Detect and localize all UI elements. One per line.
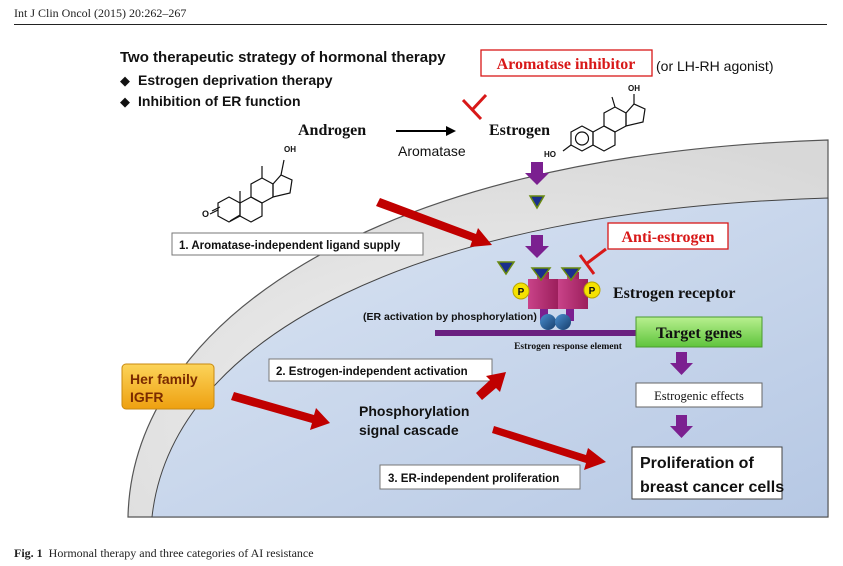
aromatase-independent-arrow xyxy=(376,198,492,247)
mechanism-2-box: 2. Estrogen-independent activation xyxy=(268,358,493,382)
aromatase-inhibition-symbol xyxy=(461,93,488,121)
proliferation-line-2: breast cancer cells xyxy=(640,479,784,496)
estrogenic-effects-box: Estrogenic effects xyxy=(635,382,763,408)
hormonal-therapy-figure: Two therapeutic strategy of hormonal the… xyxy=(120,49,829,518)
free-estrogen-ligand xyxy=(496,261,516,276)
strategy-bullet-2: ◆ xyxy=(120,94,130,109)
mechanism-1-box: 1. Aromatase-independent ligand supply xyxy=(171,232,424,256)
phosphate-left-label: P xyxy=(518,287,525,298)
dna-binding-domain xyxy=(540,314,571,330)
figure-caption-text: Hormonal therapy and three categories of… xyxy=(48,546,314,560)
androgen-oh: OH xyxy=(284,145,296,154)
strategy-bullet-1: ◆ xyxy=(120,73,130,88)
er-activation-label: (ER activation by phosphorylation) xyxy=(363,311,537,323)
estrogen-ligand xyxy=(528,195,546,210)
anti-estrogen-box: Anti-estrogen xyxy=(607,222,729,250)
phosphate-right-label: P xyxy=(589,286,596,297)
estrogen-ho: HO xyxy=(544,150,556,159)
target-genes-box: Target genes xyxy=(635,316,763,348)
mechanism-3-box: 3. ER-independent proliferation xyxy=(379,464,581,490)
estrogen-nucleus-arrow xyxy=(525,235,549,258)
ere-label: Estrogen response element xyxy=(514,342,623,352)
dna-strand xyxy=(435,330,679,336)
her-signal-arrow xyxy=(231,392,330,430)
estrogen-oh: OH xyxy=(628,84,640,93)
phospho-cascade-line-2: signal cascade xyxy=(359,422,459,438)
mechanism-1-label: 1. Aromatase-independent ligand supply xyxy=(179,240,401,252)
her-family-box: Her family IGFR xyxy=(121,363,215,410)
proliferation-box: Proliferation of breast cancer cells xyxy=(631,446,784,500)
aromatase-inhibitor-box: Aromatase inhibitor xyxy=(480,49,653,77)
aromatization-arrow xyxy=(396,126,456,136)
target-to-effects-arrow xyxy=(670,352,693,375)
phosphate-left: P xyxy=(512,282,530,300)
target-genes-label: Target genes xyxy=(656,325,742,342)
igfr-label: IGFR xyxy=(130,389,163,405)
estrogen-entry-arrow xyxy=(525,162,549,185)
estrogen-structure xyxy=(562,94,646,152)
header-rule xyxy=(14,24,827,25)
estrogenic-effects-label: Estrogenic effects xyxy=(654,389,744,403)
lhrh-note: (or LH-RH agonist) xyxy=(656,58,773,74)
mechanism-2-label: 2. Estrogen-independent activation xyxy=(276,366,468,378)
phosphate-right: P xyxy=(583,281,601,299)
strategy-item-2: Inhibition of ER function xyxy=(138,93,301,109)
mechanism-3-label: 3. ER-independent proliferation xyxy=(388,473,559,485)
her-family-label: Her family xyxy=(130,371,198,387)
strategy-title: Two therapeutic strategy of hormonal the… xyxy=(120,49,446,66)
figure-caption: Fig. 1 Hormonal therapy and three categor… xyxy=(14,546,314,561)
estrogen-label: Estrogen xyxy=(489,122,550,139)
androgen-structure xyxy=(209,159,293,223)
er-independent-arrow xyxy=(492,426,606,470)
androgen-label: Androgen xyxy=(298,122,366,139)
estrogen-receptor-label: Estrogen receptor xyxy=(613,285,735,302)
journal-reference: Int J Clin Oncol (2015) 20:262–267 xyxy=(14,6,187,20)
strategy-item-1: Estrogen deprivation therapy xyxy=(138,72,333,88)
phospho-cascade-line-1: Phosphorylation xyxy=(359,403,469,419)
cell-nucleus xyxy=(151,197,829,518)
proliferation-line-1: Proliferation of xyxy=(640,455,754,472)
anti-estrogen-inhibition-symbol xyxy=(578,247,607,275)
aromatase-inhibitor-label: Aromatase inhibitor xyxy=(497,56,636,73)
estrogen-independent-arrow xyxy=(476,372,506,400)
figure-number: Fig. 1 xyxy=(14,546,43,560)
aromatase-label: Aromatase xyxy=(398,143,466,159)
estrogen-receptor-complex xyxy=(528,267,588,321)
androgen-o: O xyxy=(202,209,209,219)
anti-estrogen-label: Anti-estrogen xyxy=(621,229,714,246)
effects-to-proliferation-arrow xyxy=(670,415,693,438)
